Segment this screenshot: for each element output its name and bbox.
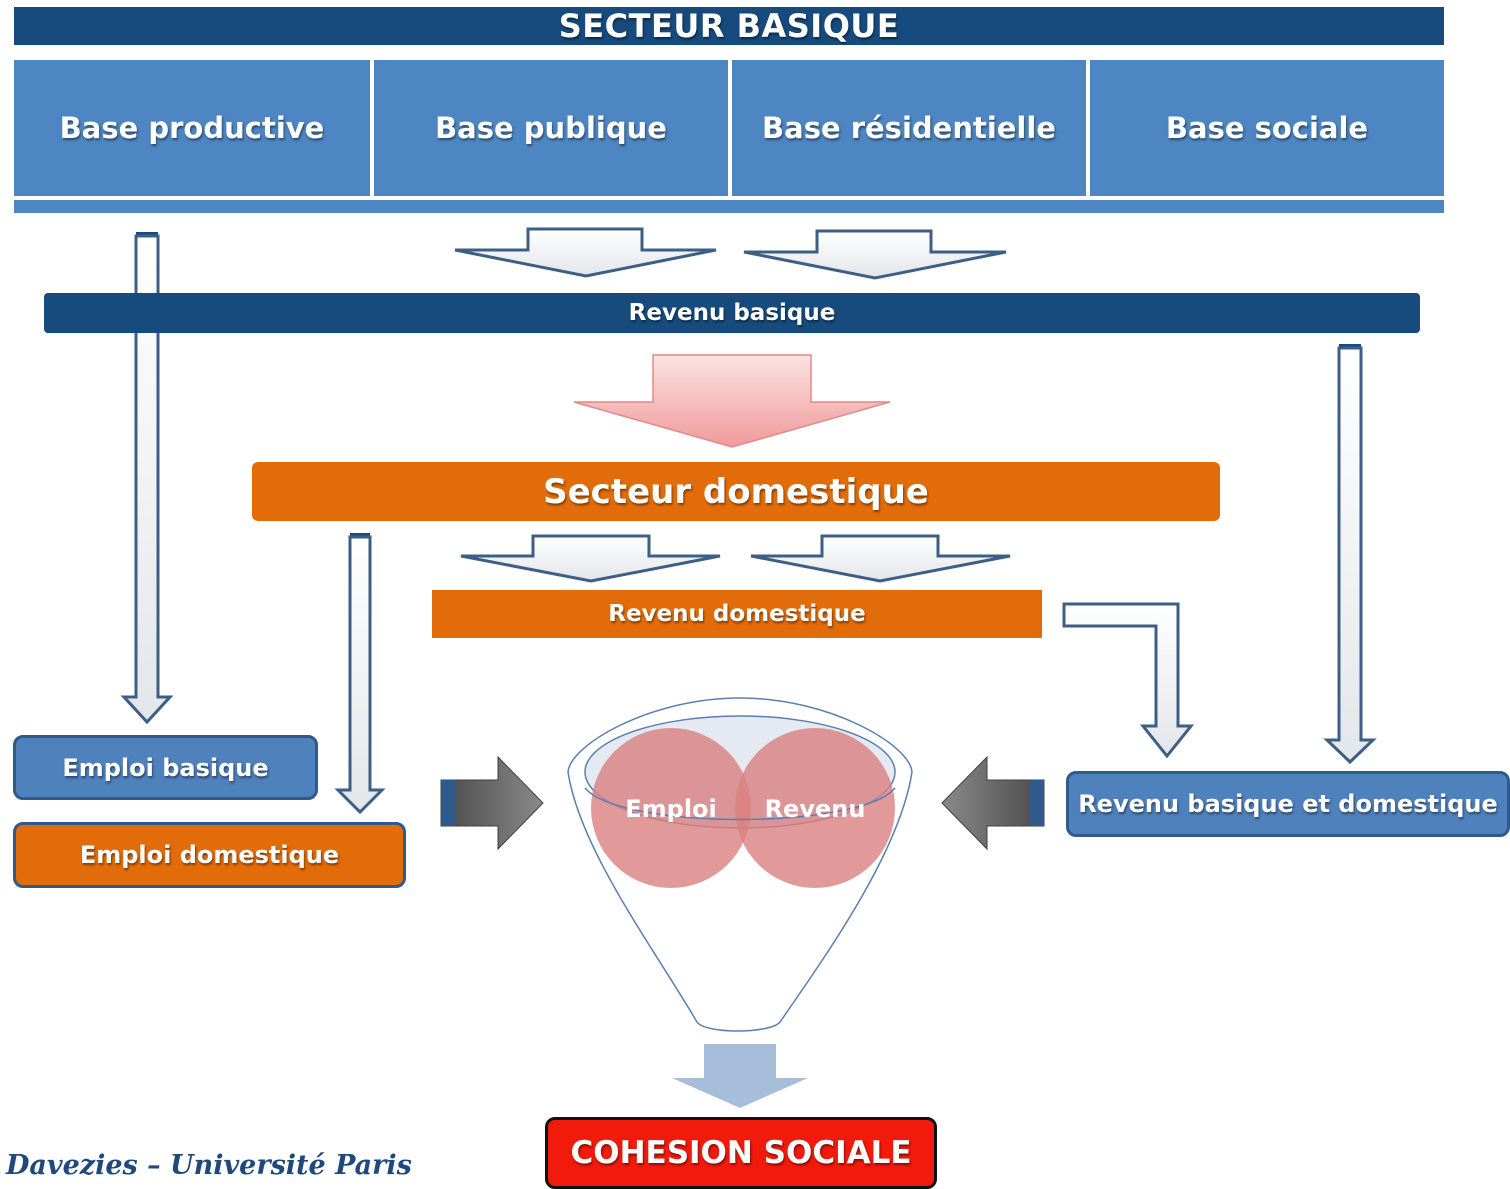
arrow-to-emploi-domestique bbox=[334, 533, 386, 815]
secteur-domestique-bar: Secteur domestique bbox=[252, 462, 1220, 521]
arrow-down-hollow bbox=[750, 534, 1011, 583]
arrow-down-hollow bbox=[743, 229, 1007, 280]
emploi-circle bbox=[591, 728, 751, 888]
arrow-right-grey bbox=[440, 755, 544, 851]
base-divider bbox=[1086, 60, 1090, 196]
base-residentielle-box: Base résidentielle bbox=[732, 60, 1086, 196]
base-productive-box: Base productive bbox=[14, 60, 370, 196]
arrow-down-hollow bbox=[454, 227, 717, 278]
base-publique-box: Base publique bbox=[374, 60, 728, 196]
revenu-circle bbox=[735, 728, 895, 888]
arrow-down-hollow bbox=[460, 534, 721, 583]
base-divider bbox=[728, 60, 732, 196]
arrow-to-revenu-basique-et-domestique bbox=[1323, 344, 1377, 765]
emploi-basique-box: Emploi basique bbox=[13, 735, 318, 800]
secteur-basique-header: SECTEUR BASIQUE bbox=[14, 7, 1444, 45]
arrow-elbow-to-revenu-basique-et-domestique bbox=[1062, 602, 1195, 759]
emploi-domestique-box: Emploi domestique bbox=[13, 822, 406, 888]
source-credit: Davezies – Université Paris bbox=[6, 1150, 412, 1181]
base-divider bbox=[370, 60, 374, 196]
arrow-down-to-cohesion bbox=[672, 1044, 808, 1108]
revenu-basique-et-domestique-box: Revenu basique et domestique bbox=[1066, 771, 1510, 837]
emploi-circle-label: Emploi bbox=[625, 795, 717, 823]
base-sociale-box: Base sociale bbox=[1090, 60, 1444, 196]
revenu-domestique-bar: Revenu domestique bbox=[432, 590, 1042, 638]
base-row-strip bbox=[14, 196, 1444, 200]
arrow-left-grey bbox=[941, 755, 1045, 851]
revenu-basique-bar: Revenu basique bbox=[44, 293, 1420, 333]
cohesion-sociale-box: COHESION SOCIALE bbox=[545, 1117, 937, 1189]
funnel: Emploi Revenu bbox=[567, 697, 913, 1032]
revenu-circle-label: Revenu bbox=[765, 795, 866, 823]
arrow-down-pink bbox=[573, 354, 891, 448]
